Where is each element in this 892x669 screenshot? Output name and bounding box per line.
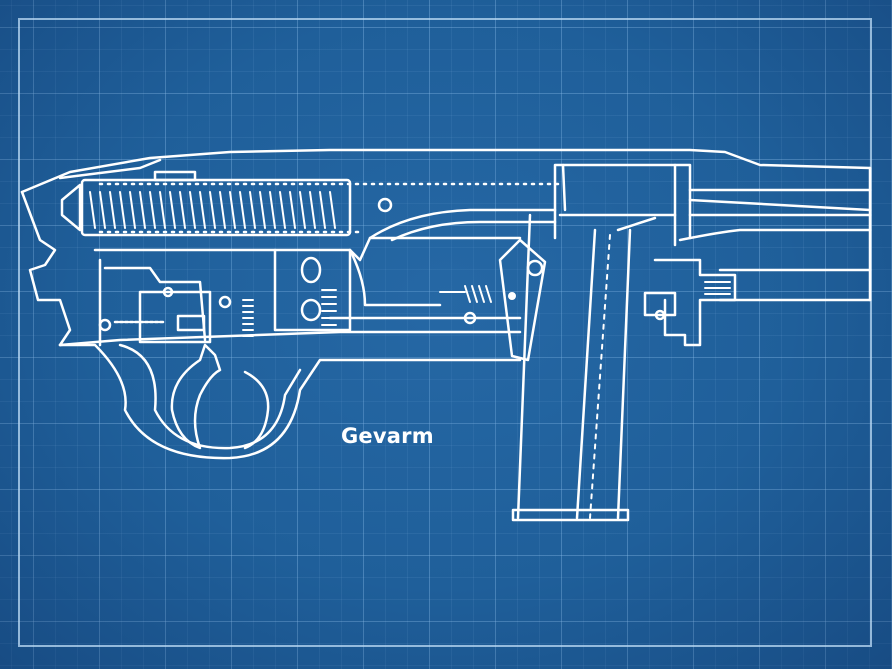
magazine-catch [643,258,737,347]
barrel [678,166,872,302]
bolt [368,208,557,242]
hammer-spring [242,285,516,337]
sear [98,238,547,362]
magazine [511,163,657,522]
recoil-spring [60,170,562,237]
trigger [170,343,270,450]
trigger-guard [58,343,522,460]
blueprint-frame [18,18,872,647]
diagram-title: Gevarm [341,424,434,448]
receiver [20,148,872,347]
